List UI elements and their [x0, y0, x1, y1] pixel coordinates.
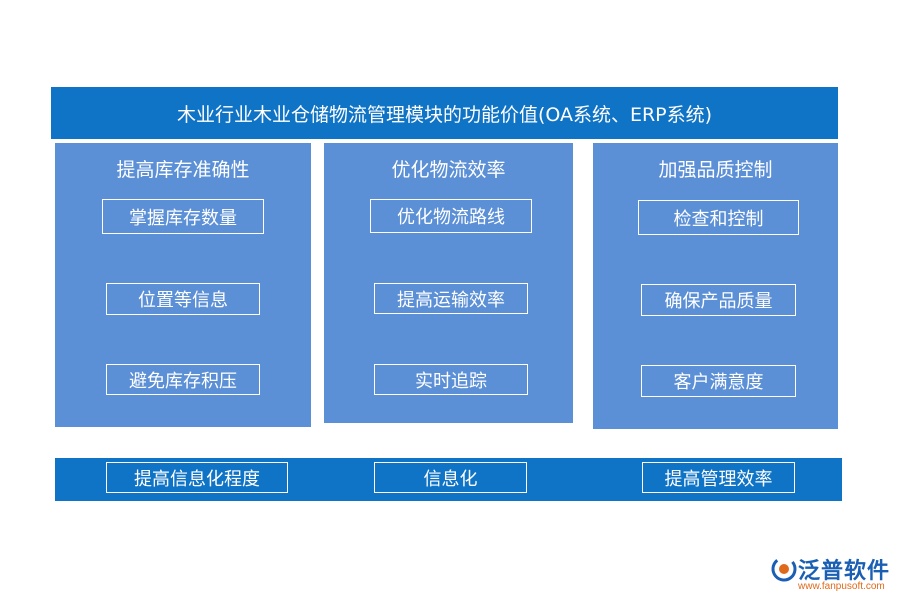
bottom-item-box: 提高管理效率 [642, 462, 795, 493]
diagram-title: 木业行业木业仓储物流管理模块的功能价值(OA系统、ERP系统) [51, 87, 838, 139]
logo-name: 泛普软件 [798, 559, 891, 584]
item-box: 位置等信息 [106, 283, 260, 315]
panel-quality-control [593, 143, 838, 429]
item-box: 提高运输效率 [374, 283, 528, 314]
bottom-item-box: 提高信息化程度 [106, 462, 288, 493]
item-box: 避免库存积压 [106, 364, 260, 395]
item-box: 掌握库存数量 [102, 199, 264, 234]
logo-url: www.fanpusoft.com [798, 581, 885, 592]
item-box: 确保产品质量 [641, 284, 796, 316]
panel-title: 加强品质控制 [658, 159, 773, 181]
panel-title: 提高库存准确性 [116, 159, 250, 181]
item-box: 检查和控制 [638, 200, 799, 235]
panel-title: 优化物流效率 [391, 159, 506, 181]
fanpu-logo-icon [771, 556, 797, 582]
bottom-bar [55, 458, 842, 501]
item-box: 客户满意度 [641, 365, 796, 397]
item-box: 实时追踪 [374, 364, 528, 395]
bottom-item-box: 信息化 [374, 462, 527, 493]
item-box: 优化物流路线 [370, 199, 532, 233]
panel-inventory-accuracy [55, 143, 311, 427]
